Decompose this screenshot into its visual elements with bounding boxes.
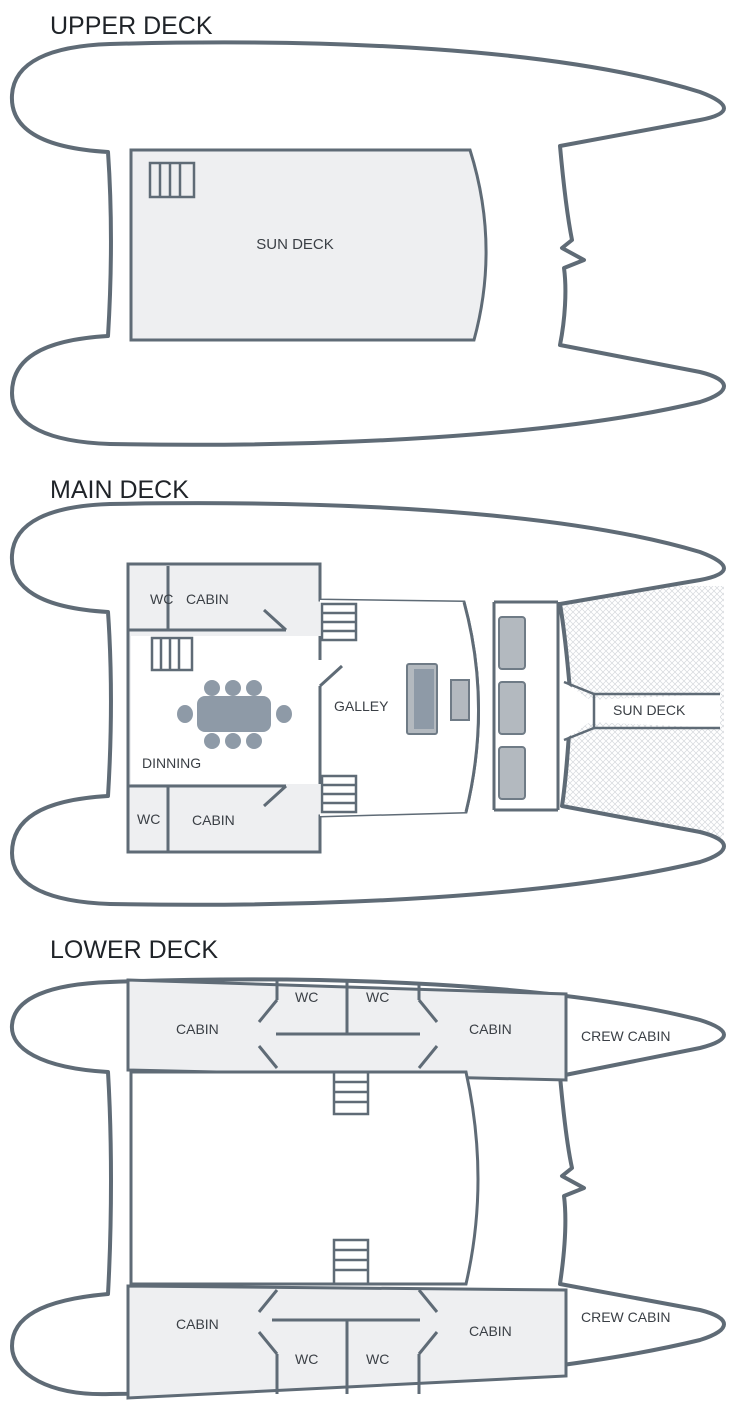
main-cabin-top-label: CABIN [186,591,229,607]
lower-deck-title: LOWER DECK [50,936,218,964]
dinning-label: DINNING [142,755,201,771]
lower-cabin-tr-label: CABIN [469,1021,512,1037]
stairs-icon [148,161,196,199]
main-wc-top-label: WC [150,591,173,607]
lower-cabin-bl-label: CABIN [176,1316,219,1332]
dining-table-icon [177,680,292,749]
lower-wc-t2-label: WC [366,989,389,1005]
lower-central-area [129,1070,480,1286]
stairs-icon [332,1070,370,1116]
aft-sun-deck [563,680,720,742]
lower-wc-t1-label: WC [295,989,318,1005]
lower-crew-cabin-bottom-label: CREW CABIN [581,1309,670,1325]
lower-wc-b1-label: WC [295,1351,318,1367]
lower-wc-b2-label: WC [366,1351,389,1367]
lower-cabin-tl-label: CABIN [176,1021,219,1037]
galley-label: GALLEY [334,698,389,714]
main-wc-bottom-label: WC [137,811,160,827]
upper-sun-deck-label: SUN DECK [256,236,334,253]
stairs-icon [150,636,194,672]
main-sun-deck-label: SUN DECK [613,702,686,718]
main-deck-title: MAIN DECK [50,476,189,504]
galley-counter-icon [406,663,470,735]
upper-deck-title: UPPER DECK [50,12,213,40]
stairs-icon [320,774,358,814]
galley-floor [286,600,479,816]
lower-deck: LOWER DECK [9,936,726,1400]
upper-sun-deck-area [129,148,488,342]
lower-crew-cabin-top-label: CREW CABIN [581,1028,670,1044]
main-deck: MAIN DECK [9,476,726,907]
stairs-icon [320,602,358,642]
salon-seating-icon [498,616,526,800]
stairs-icon [332,1238,370,1286]
upper-deck: UPPER DECK SUN DECK [9,12,726,447]
main-cabin-bottom-label: CABIN [192,812,235,828]
lower-cabin-br-label: CABIN [469,1323,512,1339]
